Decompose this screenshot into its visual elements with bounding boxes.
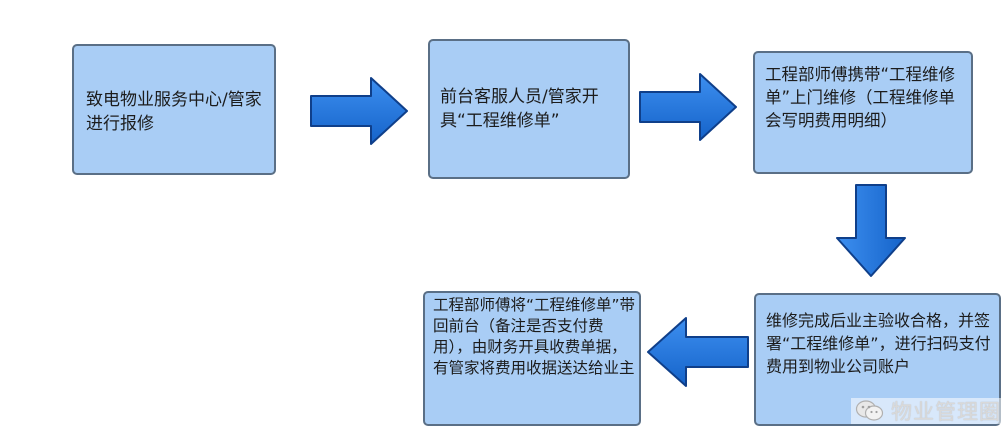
- step-accept-pay-text: 维修完成后业主验收合格，并签署“工程维修单”，进行扫码支付费用到物业公司账户: [766, 311, 991, 376]
- step-return-receipt-box: 工程部师傅将“工程维修单”带回前台（备注是否支付费用），由财务开具收费单据，有管…: [423, 291, 641, 426]
- arrow-down: [836, 184, 906, 277]
- step-report-text: 致电物业服务中心/管家进行报修: [86, 90, 262, 134]
- wechat-icon: [855, 400, 884, 421]
- watermark: 物业管理圈: [851, 398, 1003, 424]
- watermark-text: 物业管理圈: [891, 400, 1001, 424]
- step-report-box: 致电物业服务中心/管家进行报修: [72, 44, 276, 175]
- step-onsite-repair-text: 工程部师傅携带“工程维修单”上门维修（工程维修单会写明费用明细）: [765, 65, 956, 130]
- arrow-right-1: [310, 77, 408, 145]
- step-return-receipt-text: 工程部师傅将“工程维修单”带回前台（备注是否支付费用），由财务开具收费单据，有管…: [433, 296, 636, 377]
- step-issue-order-box: 前台客服人员/管家开具“工程维修单”: [428, 39, 630, 179]
- arrow-left: [647, 317, 749, 387]
- arrow-right-2: [639, 73, 737, 141]
- step-onsite-repair-box: 工程部师傅携带“工程维修单”上门维修（工程维修单会写明费用明细）: [753, 51, 973, 174]
- step-issue-order-text: 前台客服人员/管家开具“工程维修单”: [440, 87, 599, 131]
